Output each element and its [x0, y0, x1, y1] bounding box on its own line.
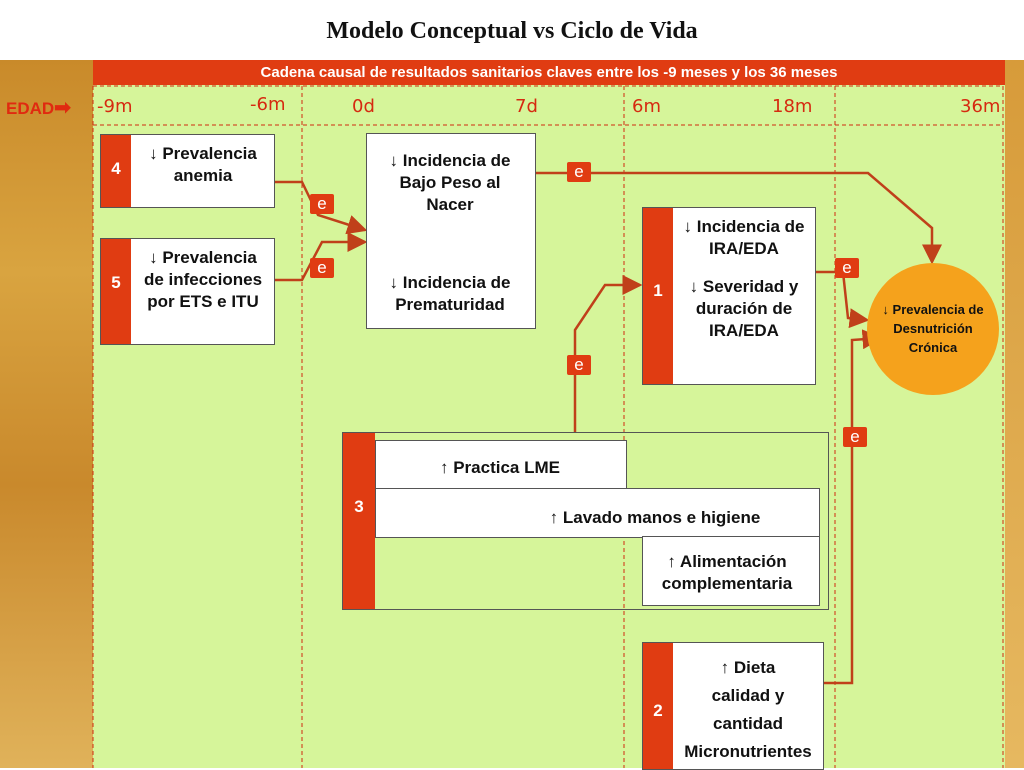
box-number: 2 [643, 643, 673, 769]
text-line: de infecciones [143, 270, 263, 289]
text-line: ↑ Dieta [720, 658, 776, 677]
box-infecciones-text: ↓ Prevalencia de infecciones por ETS e I… [133, 247, 273, 313]
text-line: Bajo Peso al [399, 173, 501, 192]
text-line [672, 260, 816, 276]
number-label: 1 [653, 281, 663, 300]
box-infecciones: 5 [100, 238, 275, 345]
text-line: ↓ Prevalencia de [882, 302, 984, 317]
text-line: Desnutrición [893, 321, 973, 336]
banner: Cadena causal de resultados sanitarios c… [93, 60, 1005, 85]
right-decorative-strip [1005, 60, 1024, 768]
box-number: 4 [101, 135, 131, 207]
box-ira-eda-text: ↓ Incidencia de IRA/EDA ↓ Severidad y du… [672, 216, 816, 342]
edad-text: EDAD [6, 99, 55, 118]
box-number: 1 [643, 208, 673, 384]
number-label: 2 [653, 701, 663, 720]
page-title: Modelo Conceptual vs Ciclo de Vida [326, 18, 698, 44]
text-line: duración de [695, 299, 793, 318]
text-line: ↓ Incidencia de [389, 273, 511, 292]
text-line: Micronutrientes [684, 742, 812, 761]
text-line: Prematuridad [395, 295, 505, 314]
text-line: complementaria [661, 574, 793, 593]
text-line: cantidad [713, 714, 783, 733]
effect-badge: e [310, 194, 334, 214]
age-36m: 36m [960, 96, 1001, 117]
box-ira-eda: 1 [642, 207, 816, 385]
number-label: 5 [111, 273, 121, 292]
age-6m: 6m [632, 96, 661, 117]
text-line: ↑ Alimentación [667, 552, 787, 571]
box-anemia: 4 [100, 134, 275, 208]
effect-badge: e [843, 427, 867, 447]
effect-badge: e [835, 258, 859, 278]
timeline-dividers [92, 85, 1004, 768]
row-alimentacion [642, 536, 820, 606]
effect-badge: e [567, 162, 591, 182]
box-bajo-peso [366, 133, 536, 329]
age-7d: 7d [515, 96, 538, 117]
text-line: anemia [173, 166, 233, 185]
box-number: 3 [343, 433, 375, 609]
arrow-ira-to-outcome [815, 270, 870, 329]
box-dieta-text: ↑ Dieta calidad y cantidad Micronutrient… [672, 654, 824, 766]
text-line: ↓ Prevalencia [149, 248, 257, 267]
box-number: 5 [101, 239, 131, 344]
box-bajo-peso-text-top: ↓ Incidencia de Bajo Peso al Nacer [366, 150, 534, 216]
box-anemia-text: ↓ Prevalencia anemia [133, 143, 273, 187]
outcome-text: ↓ Prevalencia de Desnutrición Crónica [867, 300, 999, 357]
number-label: 4 [111, 159, 121, 178]
arrow-practicas-to-ira [573, 275, 643, 432]
row-lme-text: ↑ Practica LME [440, 458, 560, 477]
row-lavado [375, 488, 820, 538]
text-line: por ETS e ITU [147, 292, 259, 311]
row-lavado-text: ↑ Lavado manos e higiene [549, 508, 761, 527]
outcome-circle [867, 263, 999, 395]
text-line: ↓ Severidad y [689, 277, 799, 296]
text-line: Nacer [426, 195, 474, 214]
left-decorative-strip [0, 60, 93, 768]
effect-badge: e [567, 355, 591, 375]
arrow-dieta-to-outcome [822, 329, 883, 685]
arrow-bpn-to-outcome [534, 171, 942, 265]
text-line: IRA/EDA [709, 321, 779, 340]
row-alimentacion-text: ↑ Alimentación complementaria [642, 551, 812, 595]
effect-badge: e [310, 258, 334, 278]
age-minus-9m: -9m [97, 96, 133, 117]
box-prematuridad-text: ↓ Incidencia de Prematuridad [366, 272, 534, 316]
text-line: ↓ Incidencia de [683, 217, 805, 236]
text-line: IRA/EDA [709, 239, 779, 258]
age-18m: 18m [772, 96, 813, 117]
edad-label: EDAD➡ [6, 95, 71, 120]
box-dieta: 2 [642, 642, 824, 770]
box-practicas: 3 [342, 432, 829, 610]
text-line: Crónica [908, 340, 958, 355]
arrow-right-icon: ➡ [54, 97, 71, 119]
age-minus-6m: -6m [250, 94, 286, 115]
age-0d: 0d [352, 96, 375, 117]
number-label: 3 [354, 497, 364, 516]
text-line: ↓ Prevalencia [149, 144, 257, 163]
text-line: calidad y [711, 686, 785, 705]
text-line: ↓ Incidencia de [389, 151, 511, 170]
